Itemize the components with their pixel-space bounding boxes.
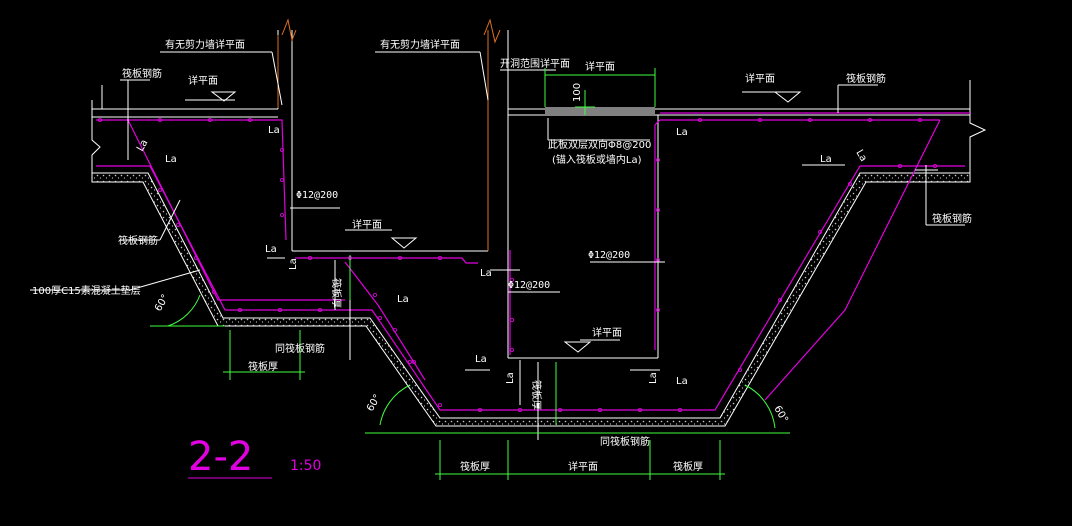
- rebar-dot: [211, 289, 216, 294]
- label-raft-rebar-left: 筏板钢筋: [122, 67, 162, 80]
- label-raft-rebar-slope: 筏板钢筋: [118, 234, 158, 247]
- rebar-dot: [397, 255, 402, 260]
- rebar-dot: [656, 307, 661, 312]
- rebar-dot: [207, 118, 212, 123]
- rebar-dot: [307, 255, 312, 260]
- label-bar-2: Φ12@200: [508, 280, 550, 291]
- rebar-dot: [678, 407, 683, 412]
- rebar-dot: [175, 222, 180, 227]
- rebar-dot: [848, 181, 853, 186]
- label-see-plan-low: 详平面: [592, 326, 622, 339]
- rebar-dot: [868, 118, 873, 123]
- rebar-dot: [157, 187, 162, 192]
- la-label: La: [676, 376, 688, 387]
- label-see-plan-left: 详平面: [188, 74, 218, 87]
- rebar-dot: [279, 177, 284, 182]
- la-label: La: [288, 258, 299, 270]
- label-shear-wall-mid: 有无剪力墙详平面: [380, 38, 460, 51]
- rebar-dot: [279, 147, 284, 152]
- rebar-dot: [808, 118, 813, 123]
- rebar-dot: [411, 359, 416, 364]
- cushion-layer: [91, 172, 971, 427]
- label-opening: 开洞范围详平面: [500, 57, 570, 70]
- label-see-plan-bottom-dim: 详平面: [568, 460, 598, 473]
- la-label: La: [820, 154, 832, 165]
- rebar-dot: [392, 327, 397, 332]
- la-label: La: [397, 294, 409, 305]
- rebar-dot: [317, 307, 322, 312]
- label-raft-rebar-right-lower: 筏板钢筋: [932, 212, 972, 225]
- label-dim-100: 100: [572, 83, 583, 102]
- label-bar-1: Φ12@200: [296, 190, 338, 201]
- rebar-dot: [818, 229, 823, 234]
- label-cushion: 100厚C15素混凝土垫层: [32, 284, 141, 297]
- rebar-dot: [933, 163, 938, 168]
- rebar-dot: [247, 118, 252, 123]
- la-label: La: [475, 354, 487, 365]
- la-label: La: [853, 148, 868, 164]
- rebar-dot: [509, 277, 514, 282]
- rebar-dot: [407, 359, 412, 364]
- rebar-lines: [96, 112, 970, 411]
- scale-label: 1:50: [290, 458, 321, 474]
- leaders: [30, 51, 965, 440]
- label-see-plan-mid: 详平面: [352, 218, 382, 231]
- rebar-dot: [509, 317, 514, 322]
- rebar-dot: [477, 407, 482, 412]
- la-label: La: [676, 127, 688, 138]
- label-angle-left: 60°: [153, 293, 171, 314]
- la-label: La: [648, 372, 659, 384]
- rebar-dot: [918, 118, 923, 123]
- rebar-dot: [598, 407, 603, 412]
- label-raft-thickness-v1: 筏板厚: [330, 278, 343, 308]
- rebar-dot: [277, 307, 282, 312]
- label-same-raft-rebar-1: 同筏板钢筋: [275, 342, 325, 355]
- label-raft-thickness-v2: 筏板厚: [530, 380, 543, 410]
- dimension-lines: [150, 68, 790, 480]
- rebar-dot: [509, 347, 514, 352]
- la-label: La: [505, 372, 516, 384]
- rebar-dot: [98, 118, 103, 123]
- label-angle-mid: 60°: [365, 393, 383, 414]
- rebar-dot: [237, 307, 242, 312]
- rebar-dot: [656, 207, 661, 212]
- wall-lines: [277, 18, 501, 251]
- la-label: La: [165, 154, 177, 165]
- rebar-dot: [279, 212, 284, 217]
- la-label: La: [268, 125, 280, 136]
- rebar-dot: [638, 407, 643, 412]
- rebar-dot: [157, 118, 162, 123]
- rebar-dot: [898, 163, 903, 168]
- rebar-dot: [656, 157, 661, 162]
- la-label: La: [480, 268, 492, 279]
- rebar-dot: [738, 367, 743, 372]
- label-see-plan-right: 详平面: [745, 72, 775, 85]
- label-see-plan-top-dim: 详平面: [585, 60, 615, 73]
- rebar-dot: [758, 118, 763, 123]
- label-raft-rebar-right: 筏板钢筋: [846, 72, 886, 85]
- rebar-dot: [377, 315, 382, 320]
- section-title: 2-2: [188, 434, 253, 480]
- rebar-dot: [558, 407, 563, 412]
- la-label: La: [265, 244, 277, 255]
- rebar-dot: [698, 118, 703, 123]
- opening-block: [545, 107, 655, 115]
- rebar-dot: [193, 255, 198, 260]
- label-slab-two-way: 此板双层双向Φ8@200: [548, 138, 651, 151]
- label-raft-thickness-1: 筏板厚: [248, 360, 278, 373]
- label-bar-3: Φ12@200: [588, 250, 630, 261]
- label-raft-thickness-2: 筏板厚: [460, 460, 490, 473]
- rebar-dot: [518, 407, 523, 412]
- la-label: La: [135, 138, 150, 154]
- rebar-dot: [437, 255, 442, 260]
- label-raft-thickness-3: 筏板厚: [673, 460, 703, 473]
- rebar-dot: [437, 402, 442, 407]
- rebar-dot: [372, 292, 377, 297]
- label-same-raft-rebar-2: 同筏板钢筋: [600, 435, 650, 448]
- rebar-dot: [778, 297, 783, 302]
- label-slab-anchor: (锚入筏板或墙内La): [552, 153, 642, 166]
- label-shear-wall-left: 有无剪力墙详平面: [165, 38, 245, 51]
